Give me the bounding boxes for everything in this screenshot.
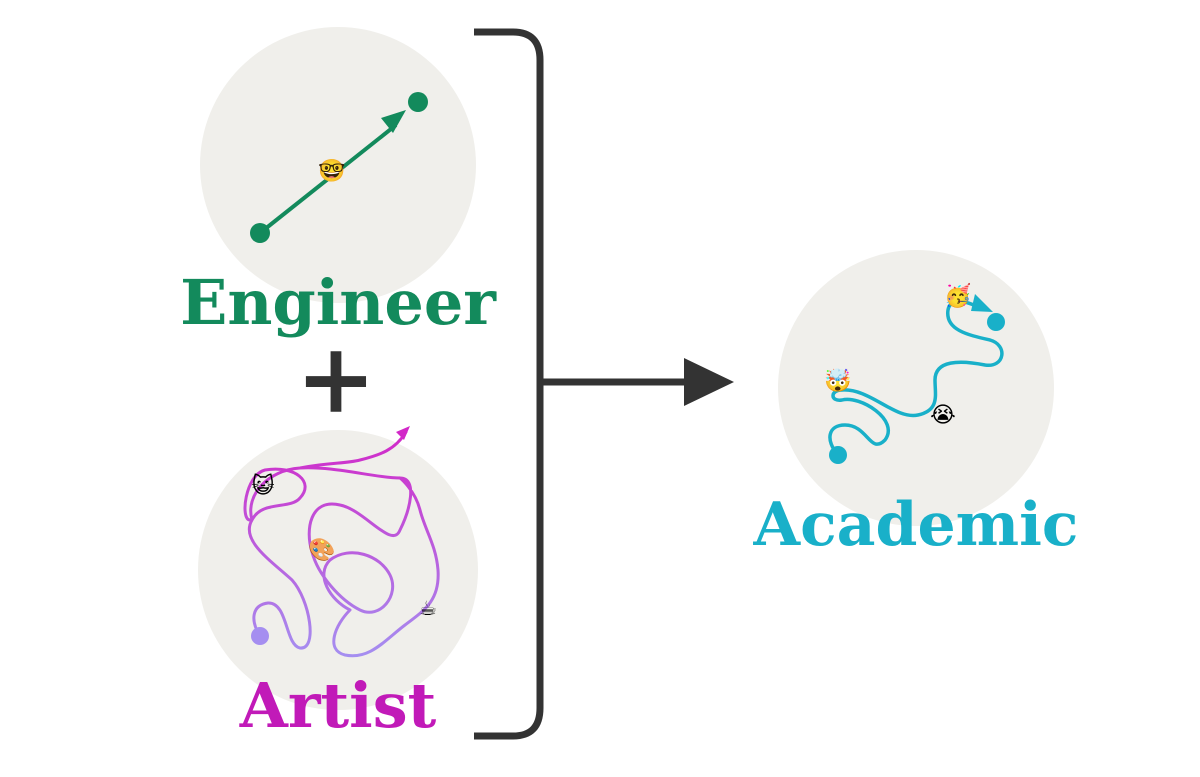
artist-arrowhead xyxy=(396,426,410,440)
academic-end-dot xyxy=(987,313,1005,331)
plus-sign: + xyxy=(296,322,376,435)
palette-icon: 🎨 xyxy=(308,536,335,563)
coffee-icon: ☕ xyxy=(419,596,437,620)
right-bracket xyxy=(474,28,544,740)
cat-face-icon: 😺 xyxy=(252,473,275,499)
artist-path xyxy=(243,430,440,658)
party-face-icon: 🥳 xyxy=(944,282,971,309)
academic-start-dot xyxy=(829,446,847,464)
academic-label: Academic xyxy=(753,490,1079,560)
artist-start-dot xyxy=(251,627,269,645)
academic-group: 🥳 😭 🤯 Academic xyxy=(753,250,1079,560)
engineer-arrowhead xyxy=(381,110,406,133)
engineer-end-dot xyxy=(408,92,428,112)
engineer-group: 🤓 Engineer xyxy=(180,27,497,339)
academic-arrowhead xyxy=(971,294,993,312)
artist-label: Artist xyxy=(239,669,437,742)
academic-circle xyxy=(778,250,1054,526)
result-arrowhead xyxy=(684,358,734,406)
academic-path xyxy=(828,299,1004,457)
engineer-path xyxy=(258,123,398,235)
nerd-face-icon: 🤓 xyxy=(318,158,345,184)
crying-face-icon: 😭 xyxy=(930,403,956,428)
exploding-head-icon: 🤯 xyxy=(824,368,851,394)
artist-circle xyxy=(198,430,478,710)
artist-group: 😺 🎨 ☕ Artist xyxy=(198,426,478,742)
engineer-start-dot xyxy=(250,223,270,243)
engineer-label: Engineer xyxy=(180,266,497,339)
